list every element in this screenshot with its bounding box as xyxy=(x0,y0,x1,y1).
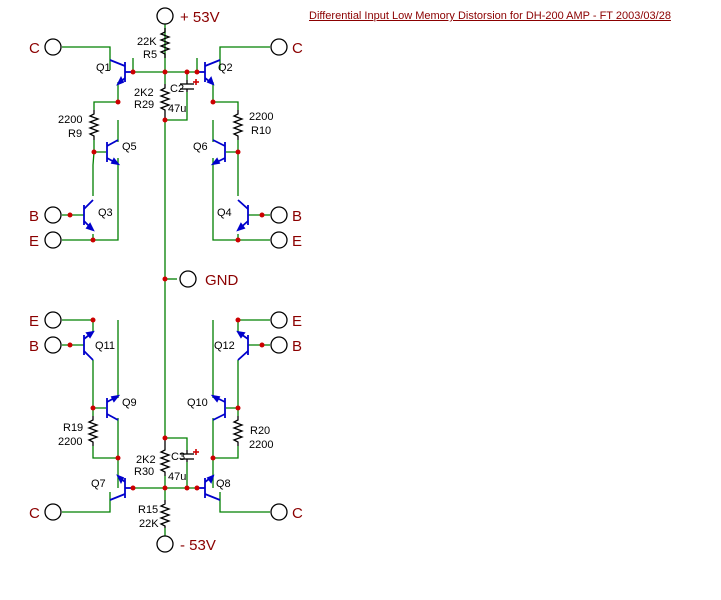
resistors xyxy=(87,28,244,528)
junctions xyxy=(67,69,265,491)
net-label-gnd: GND xyxy=(205,272,239,289)
capacitors xyxy=(180,79,199,462)
capacitor-c2 xyxy=(180,79,199,92)
net-label-b-bottom-left: B xyxy=(29,338,39,355)
c2-ref-label: C2 xyxy=(170,83,184,95)
net-label-e-bottom-right: E xyxy=(292,313,302,330)
transistor-q5 xyxy=(106,139,121,166)
net-label-c-top-right: C xyxy=(292,40,303,57)
q2-label: Q2 xyxy=(218,62,233,74)
terminal-c-top-left xyxy=(44,38,62,56)
terminal-e-top-right xyxy=(270,231,288,249)
component-labels: 22K R5 2K2 R29 C2 47u 2200 R9 2200 R10 R… xyxy=(58,36,273,530)
q4-label: Q4 xyxy=(217,207,232,219)
q8-label: Q8 xyxy=(216,478,231,490)
terminal-vpos xyxy=(156,7,174,25)
r20-value-label: 2200 xyxy=(249,439,273,451)
transistor-q4 xyxy=(236,199,249,232)
terminal-c-top-right xyxy=(270,38,288,56)
net-label-vpos: + 53V xyxy=(180,9,220,26)
r29-value-label: 2K2 xyxy=(134,87,154,99)
capacitor-c3 xyxy=(180,449,199,462)
terminal-b-bottom-right xyxy=(270,336,288,354)
terminal-e-top-left xyxy=(44,231,62,249)
terminal-b-top-left xyxy=(44,206,62,224)
terminal-c-bottom-left xyxy=(44,503,62,521)
net-label-c-bottom-left: C xyxy=(29,505,40,522)
transistor-q1 xyxy=(109,59,133,86)
net-label-e-top-right: E xyxy=(292,233,302,250)
q3-label: Q3 xyxy=(98,207,113,219)
transistor-q10 xyxy=(210,394,226,421)
transistor-q9 xyxy=(106,394,121,421)
net-label-b-top-left: B xyxy=(29,208,39,225)
resistor-r20 xyxy=(232,416,244,446)
net-labels: + 53V - 53V GND C C B E B E E B E B C C xyxy=(29,9,303,554)
resistor-r9 xyxy=(88,110,100,140)
transistor-q11 xyxy=(83,330,95,361)
terminal-e-bottom-left xyxy=(44,311,62,329)
r19-ref-label: R19 xyxy=(63,422,83,434)
net-label-vneg: - 53V xyxy=(180,537,216,554)
q12-label: Q12 xyxy=(214,340,235,352)
transistor-q12 xyxy=(236,330,249,361)
q1-label: Q1 xyxy=(96,62,111,74)
r9-ref-label: R9 xyxy=(68,128,82,140)
terminal-b-top-right xyxy=(270,206,288,224)
q11-label: Q11 xyxy=(95,340,115,352)
resistor-r5 xyxy=(159,28,171,58)
r20-ref-label: R20 xyxy=(250,425,270,437)
resistor-r10 xyxy=(232,110,244,140)
net-label-c-bottom-right: C xyxy=(292,505,303,522)
q5-label: Q5 xyxy=(122,141,137,153)
q9-label: Q9 xyxy=(122,397,137,409)
net-label-b-bottom-right: B xyxy=(292,338,302,355)
resistor-r19 xyxy=(87,416,99,446)
net-label-e-bottom-left: E xyxy=(29,313,39,330)
terminal-b-bottom-left xyxy=(44,336,62,354)
q6-label: Q6 xyxy=(193,141,208,153)
transistor-q6 xyxy=(210,139,226,166)
transistor-q7 xyxy=(109,474,133,501)
r15-value-label: 22K xyxy=(139,518,159,530)
r10-value-label: 2200 xyxy=(249,111,273,123)
schematic-title: Differential Input Low Memory Distorsion… xyxy=(309,10,671,22)
c3-value-label: 47u xyxy=(168,471,186,483)
terminal-gnd xyxy=(179,270,197,288)
r15-ref-label: R15 xyxy=(138,504,158,516)
c3-ref-label: C3 xyxy=(171,451,185,463)
terminal-e-bottom-right xyxy=(270,311,288,329)
transistors xyxy=(83,59,249,501)
q10-label: Q10 xyxy=(187,397,208,409)
resistor-r30 xyxy=(159,438,171,476)
c2-value-label: 47u xyxy=(168,103,186,115)
net-label-b-top-right: B xyxy=(292,208,302,225)
r5-value-label: 22K xyxy=(137,36,157,48)
r30-ref-label: R30 xyxy=(134,466,154,478)
r5-ref-label: R5 xyxy=(143,49,157,61)
transistor-q2 xyxy=(197,59,221,86)
resistor-r15 xyxy=(159,500,171,528)
q7-label: Q7 xyxy=(91,478,106,490)
terminal-c-bottom-right xyxy=(270,503,288,521)
resistor-r29 xyxy=(159,84,171,120)
r10-ref-label: R10 xyxy=(251,125,271,137)
terminal-vneg xyxy=(156,535,174,553)
terminals xyxy=(44,7,288,553)
r9-value-label: 2200 xyxy=(58,114,82,126)
r30-value-label: 2K2 xyxy=(136,454,156,466)
transistor-q3 xyxy=(83,199,95,232)
r29-ref-label: R29 xyxy=(134,99,154,111)
transistor-q8 xyxy=(197,474,221,501)
net-label-e-top-left: E xyxy=(29,233,39,250)
r19-value-label: 2200 xyxy=(58,436,82,448)
net-label-c-top-left: C xyxy=(29,40,40,57)
